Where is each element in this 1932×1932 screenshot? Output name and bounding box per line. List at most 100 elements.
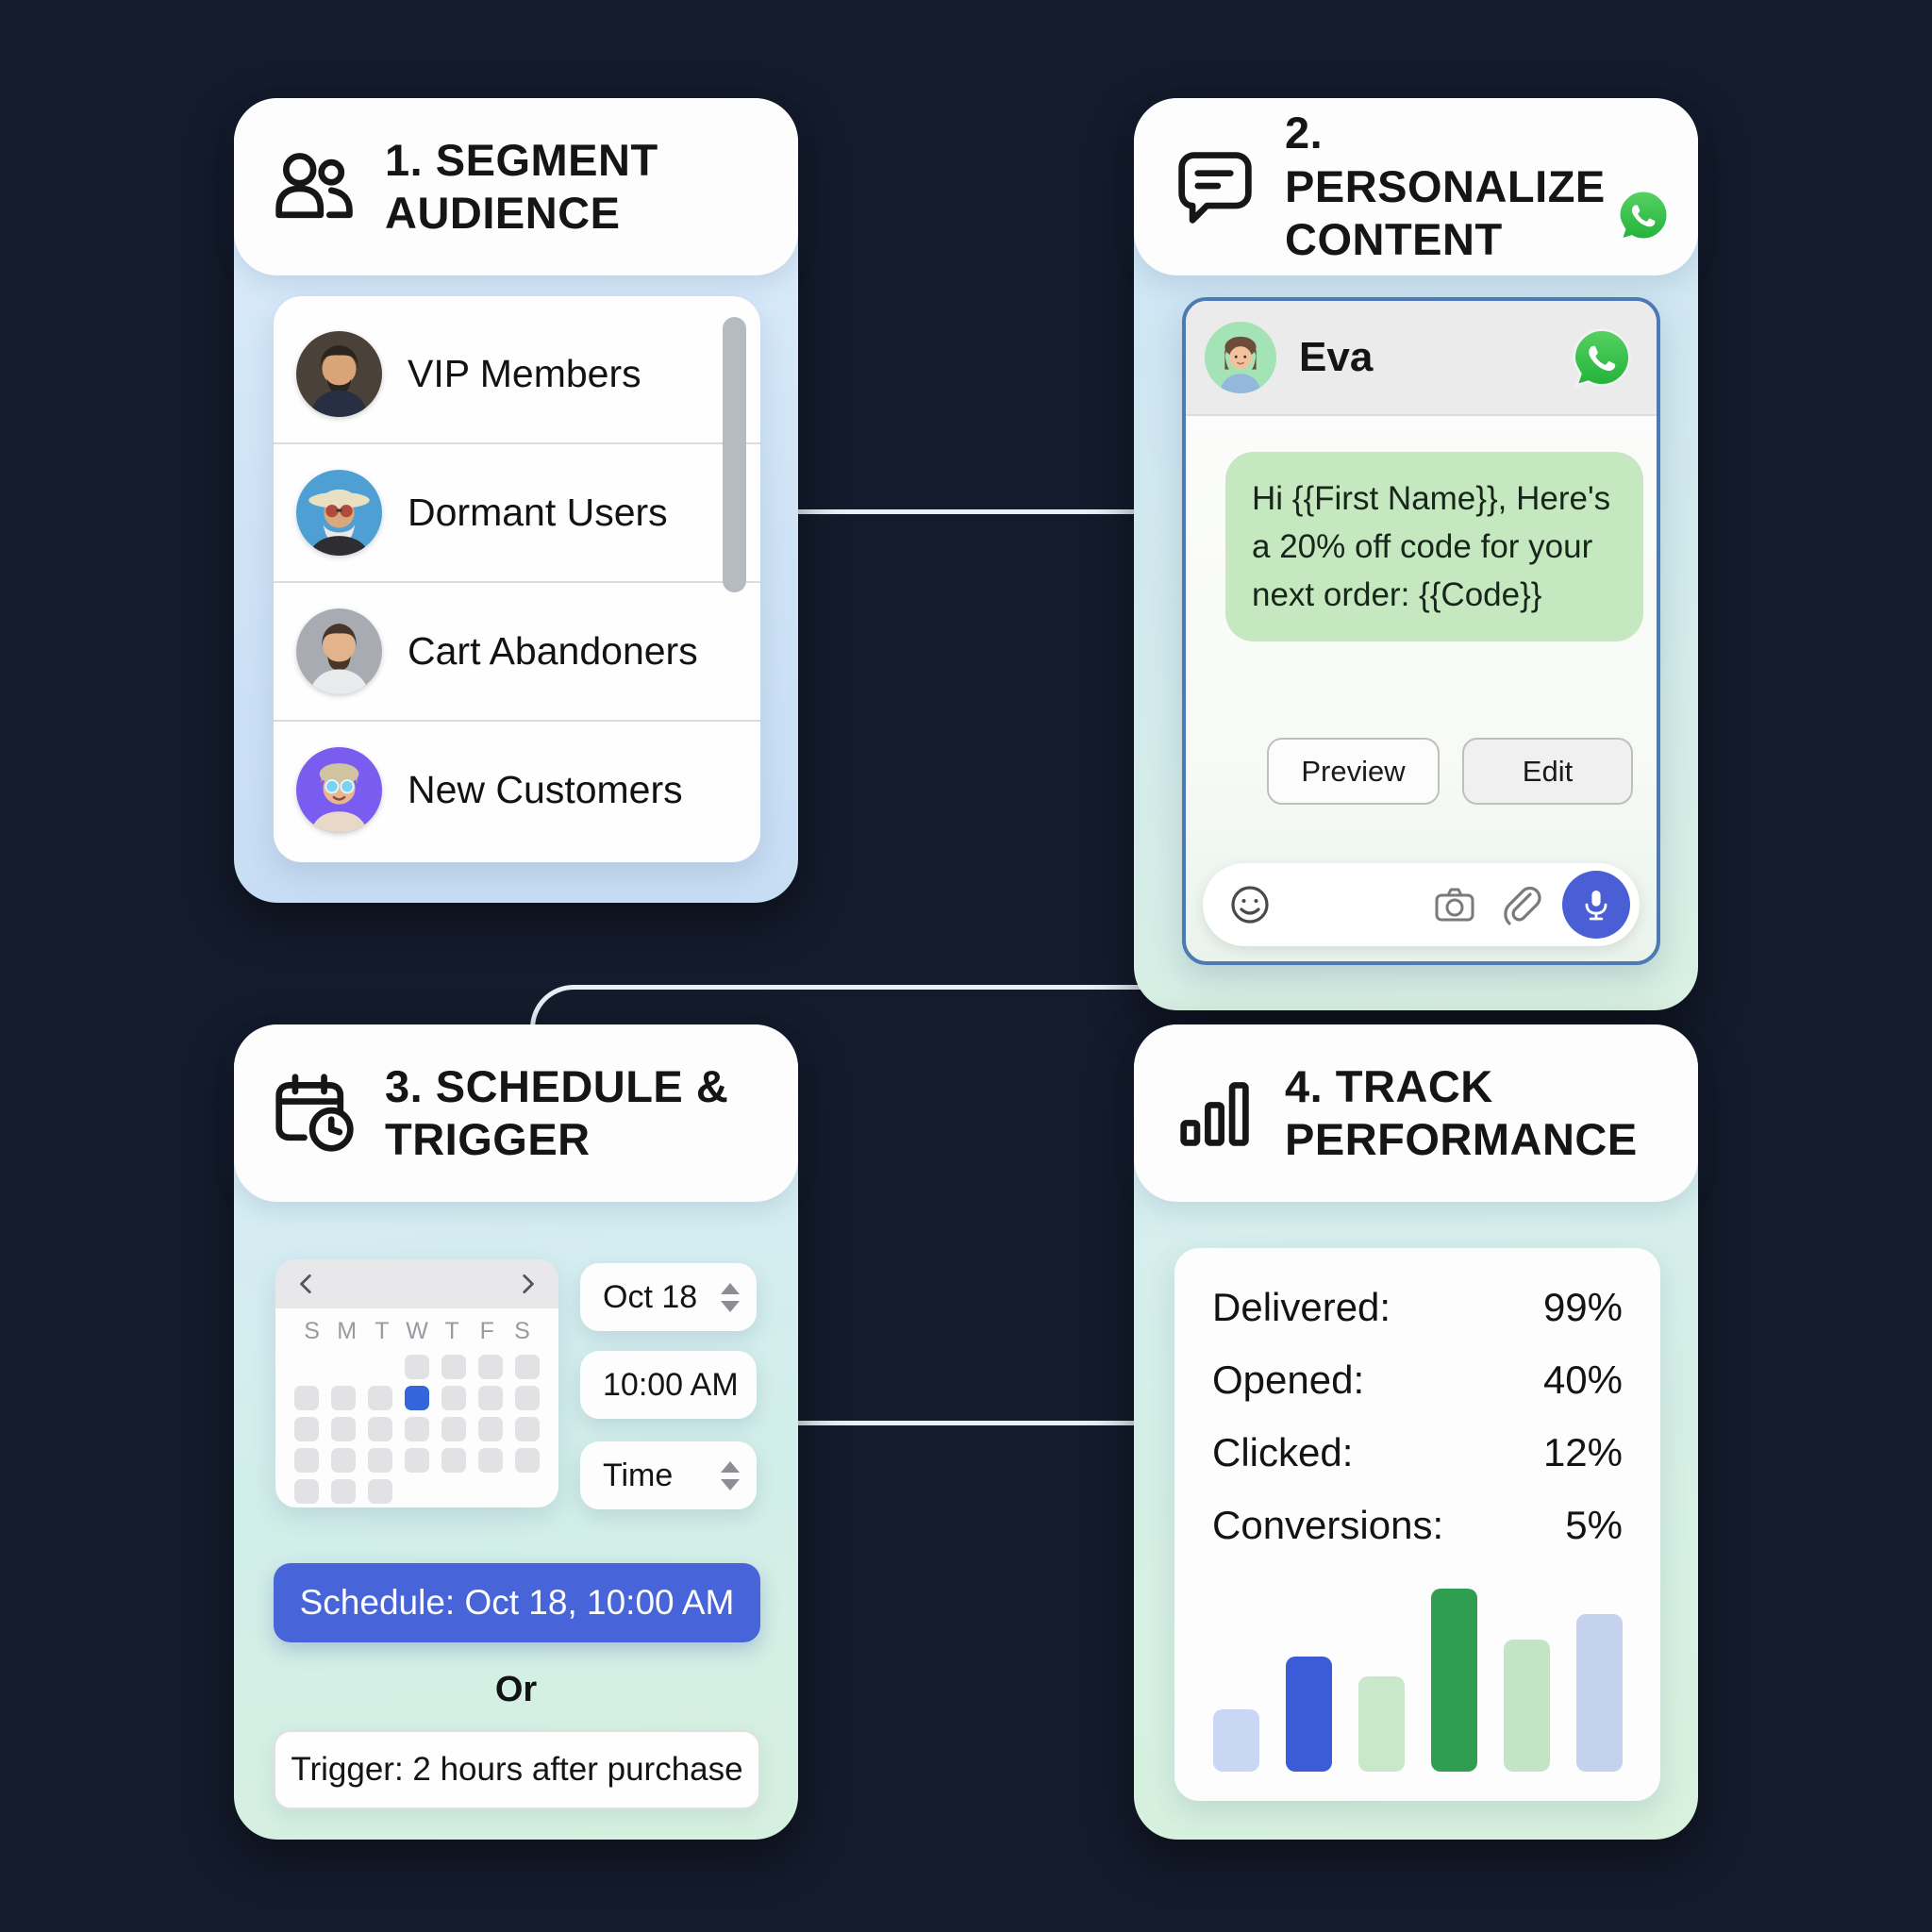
calendar-day-header: S xyxy=(304,1318,320,1344)
calendar-day-empty xyxy=(294,1355,319,1379)
calendar-day-empty xyxy=(405,1479,429,1504)
calendar-clock-icon xyxy=(270,1072,360,1155)
performance-bar xyxy=(1431,1589,1477,1772)
chat-bubble-icon xyxy=(1170,146,1260,227)
metric-value: 40% xyxy=(1542,1357,1623,1402)
performance-bar xyxy=(1504,1640,1550,1772)
segment-list-scrollbar[interactable] xyxy=(723,317,746,592)
segment-row-vip[interactable]: VIP Members xyxy=(274,306,760,442)
whatsapp-logo-icon xyxy=(1572,327,1632,388)
chat-header: Eva xyxy=(1186,301,1657,416)
segment-label: Cart Abandoners xyxy=(408,629,698,673)
calendar-day[interactable] xyxy=(478,1355,503,1379)
calendar-day-selected[interactable] xyxy=(405,1386,429,1410)
calendar-day[interactable] xyxy=(368,1386,392,1410)
performance-bar xyxy=(1358,1676,1405,1772)
segment-label: New Customers xyxy=(408,768,683,811)
mic-button[interactable] xyxy=(1562,871,1630,939)
time-stepper[interactable] xyxy=(721,1460,740,1491)
metric-clicked: Clicked: 12% xyxy=(1212,1429,1623,1476)
calendar-day[interactable] xyxy=(405,1355,429,1379)
stepper-up-icon[interactable] xyxy=(721,1282,740,1294)
calendar-day-header: T xyxy=(444,1318,459,1344)
calendar-day[interactable] xyxy=(405,1417,429,1441)
time-field-label: Time xyxy=(603,1457,674,1493)
card2-title: 2. PERSONALIZE CONTENT xyxy=(1285,108,1606,265)
calendar-day[interactable] xyxy=(441,1355,466,1379)
calendar-day[interactable] xyxy=(294,1479,319,1504)
chat-preview-window: Eva Hi {{First Name}}, Here's a 20% off … xyxy=(1182,297,1660,965)
metric-label: Conversions: xyxy=(1212,1503,1444,1547)
calendar-day-header: T xyxy=(375,1318,390,1344)
card2-header: 2. PERSONALIZE CONTENT xyxy=(1134,98,1698,275)
performance-bar xyxy=(1286,1657,1332,1772)
calendar-day[interactable] xyxy=(441,1417,466,1441)
calendar-prev-icon[interactable] xyxy=(294,1272,319,1296)
contact-avatar xyxy=(1205,322,1276,393)
calendar-day[interactable] xyxy=(368,1479,392,1504)
emoji-smiley-icon[interactable] xyxy=(1227,882,1273,927)
calendar-day[interactable] xyxy=(294,1386,319,1410)
calendar-day[interactable] xyxy=(441,1448,466,1473)
calendar-day[interactable] xyxy=(294,1417,319,1441)
whatsapp-logo-icon xyxy=(1617,189,1670,242)
stepper-down-icon[interactable] xyxy=(721,1478,740,1491)
or-label: Or xyxy=(494,1670,538,1709)
stepper-down-icon[interactable] xyxy=(721,1300,740,1312)
calendar-day[interactable] xyxy=(515,1417,540,1441)
calendar-day-empty xyxy=(515,1479,540,1504)
calendar-day[interactable] xyxy=(515,1386,540,1410)
calendar-day[interactable] xyxy=(331,1417,356,1441)
calendar-day[interactable] xyxy=(478,1448,503,1473)
bar-chart-icon xyxy=(1170,1076,1260,1150)
calendar-day[interactable] xyxy=(331,1386,356,1410)
calendar-day[interactable] xyxy=(331,1479,356,1504)
time-value-field[interactable]: 10:00 AM xyxy=(580,1351,757,1419)
connector-personalize-to-schedule xyxy=(530,985,1142,1046)
card3-header: 3. SCHEDULE & TRIGGER xyxy=(234,1024,798,1202)
segment-label: VIP Members xyxy=(408,352,641,395)
calendar-day[interactable] xyxy=(515,1355,540,1379)
calendar-day[interactable] xyxy=(331,1448,356,1473)
calendar-day-empty xyxy=(331,1355,356,1379)
stepper-up-icon[interactable] xyxy=(721,1460,740,1473)
calendar-day[interactable] xyxy=(368,1417,392,1441)
trigger-button[interactable]: Trigger: 2 hours after purchase xyxy=(274,1730,760,1809)
calendar-day[interactable] xyxy=(478,1386,503,1410)
segment-row-cart[interactable]: Cart Abandoners xyxy=(274,581,760,720)
calendar-day[interactable] xyxy=(478,1417,503,1441)
segment-row-dormant[interactable]: Dormant Users xyxy=(274,442,760,581)
metric-label: Delivered: xyxy=(1212,1285,1391,1329)
calendar-next-icon[interactable] xyxy=(515,1272,540,1296)
metric-label: Opened: xyxy=(1212,1357,1365,1402)
preview-button[interactable]: Preview xyxy=(1267,738,1440,805)
date-field[interactable]: Oct 18 xyxy=(580,1263,757,1331)
camera-icon[interactable] xyxy=(1432,882,1477,927)
performance-panel: Delivered: 99% Opened: 40% Clicked: 12% … xyxy=(1174,1248,1660,1801)
audience-segment-list: VIP Members Dormant Users xyxy=(274,296,760,862)
message-actions: Preview Edit xyxy=(1267,738,1633,805)
calendar-day[interactable] xyxy=(368,1448,392,1473)
calendar-day[interactable] xyxy=(441,1386,466,1410)
connector-segment-to-personalize xyxy=(792,509,1140,514)
performance-bar xyxy=(1576,1614,1623,1772)
calendar-day[interactable] xyxy=(405,1448,429,1473)
schedule-button[interactable]: Schedule: Oct 18, 10:00 AM xyxy=(274,1563,760,1642)
date-stepper[interactable] xyxy=(721,1282,740,1312)
calendar-day-empty xyxy=(368,1355,392,1379)
calendar-day-header: W xyxy=(406,1318,428,1344)
paperclip-icon[interactable] xyxy=(1498,882,1543,927)
segment-row-new[interactable]: New Customers xyxy=(274,720,760,858)
connector-schedule-to-track xyxy=(792,1421,1140,1425)
chat-input-bar[interactable] xyxy=(1203,863,1640,946)
calendar-day[interactable] xyxy=(294,1448,319,1473)
time-value: 10:00 AM xyxy=(603,1366,739,1403)
edit-button[interactable]: Edit xyxy=(1462,738,1633,805)
time-field[interactable]: Time xyxy=(580,1441,757,1509)
calendar-day[interactable] xyxy=(515,1448,540,1473)
calendar-day-header: M xyxy=(337,1318,358,1344)
card-track-performance: 4. TRACK PERFORMANCE Delivered: 99% Open… xyxy=(1134,1024,1698,1840)
